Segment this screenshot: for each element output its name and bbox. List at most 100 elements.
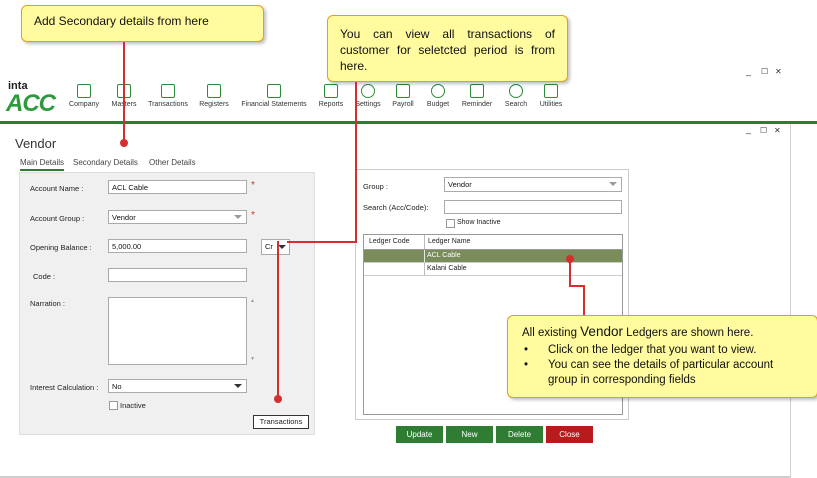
opening-balance-label: Opening Balance : [30, 243, 92, 252]
search-label: Search (Acc/Code): [363, 203, 429, 212]
opening-balance-input[interactable]: 5,000.00 [108, 239, 247, 253]
chevron-down-icon [278, 245, 286, 249]
transactions-button[interactable]: Transactions [253, 415, 309, 429]
interest-calculation-select[interactable]: No [108, 379, 247, 393]
code-input[interactable] [108, 268, 247, 282]
window-bottom-border [0, 476, 790, 478]
toolbar-financial-statements[interactable]: Financial Statements [240, 84, 308, 108]
toolbar-divider [0, 121, 817, 124]
callout-pointer [274, 395, 282, 403]
toolbar-label: Registers [199, 101, 229, 108]
callout-ledgers: All existing Vendor Ledgers are shown he… [507, 315, 817, 398]
window-close-button[interactable]: ✕ [774, 126, 781, 135]
callout-bullet: •Click on the ledger that you want to vi… [522, 343, 805, 358]
toolbar-label: Settings [355, 101, 381, 108]
app-close-button[interactable]: ✕ [775, 67, 782, 76]
close-button[interactable]: Close [546, 426, 593, 443]
tab-main-details[interactable]: Main Details [20, 158, 65, 171]
callout-pointer [566, 255, 574, 263]
toolbar-label: Reminder [461, 101, 493, 108]
toolbar-settings[interactable]: Settings [348, 84, 388, 108]
delete-button[interactable]: Delete [496, 426, 543, 443]
account-group-select[interactable]: Vendor [108, 210, 247, 224]
callout-title-emphasis: Vendor [580, 324, 623, 339]
callout-title-start: All existing [522, 327, 581, 339]
toolbar-label: Company [69, 101, 99, 108]
chevron-down-icon [234, 215, 242, 219]
column-separator [424, 263, 425, 275]
narration-textarea[interactable] [108, 297, 247, 365]
account-name-label: Account Name : [30, 184, 84, 193]
callout-title: All existing Vendor Ledgers are shown he… [522, 324, 805, 341]
account-group-value: Vendor [112, 213, 136, 222]
required-mark: * [251, 210, 255, 221]
toolbar-label: Budget [426, 101, 450, 108]
toolbar-label: Payroll [392, 101, 414, 108]
tab-other-details[interactable]: Other Details [149, 158, 196, 167]
toolbar-reports[interactable]: Reports [311, 84, 351, 108]
callout-connector [583, 285, 585, 315]
logo-top-text: inta [8, 80, 28, 92]
cr-dr-value: Cr [265, 242, 273, 251]
toolbar-label: Reports [318, 101, 344, 108]
logo-main-text: ACC [6, 90, 56, 117]
callout-bullet: • You can see the details of particular a… [522, 358, 805, 388]
cr-dr-select[interactable]: Cr [261, 239, 290, 255]
account-group-label: Account Group : [30, 214, 85, 223]
toolbar-transactions[interactable]: Transactions [146, 84, 190, 108]
required-mark: * [251, 180, 255, 191]
page-title: Vendor [15, 136, 57, 151]
statement-icon [267, 84, 281, 98]
column-separator [424, 235, 425, 249]
toolbar-budget[interactable]: Budget [418, 84, 458, 108]
callout-bullet-text: You can see the details of particular ac… [548, 359, 774, 386]
table-row[interactable]: Kalani Cable [364, 263, 622, 276]
budget-icon [431, 84, 445, 98]
callout-connector [569, 259, 571, 286]
app-maximize-button[interactable]: ☐ [761, 67, 769, 76]
callout-secondary-details: Add Secondary details from here [21, 5, 264, 42]
callout-connector [287, 241, 357, 243]
chevron-down-icon [609, 182, 617, 186]
utilities-icon [544, 84, 558, 98]
scroll-up-icon[interactable]: ▲ [250, 298, 255, 304]
update-button[interactable]: Update [396, 426, 443, 443]
toolbar-search[interactable]: Search [496, 84, 536, 108]
table-row[interactable]: ACL Cable [364, 250, 622, 263]
bullet-icon: • [524, 344, 529, 356]
toolbar-label: Transactions [148, 101, 188, 108]
toolbar-company[interactable]: Company [64, 84, 104, 108]
app-minimize-button[interactable]: _ [746, 66, 752, 76]
toolbar-reminder[interactable]: Reminder [457, 84, 497, 108]
ledger-name-cell: ACL Cable [427, 252, 461, 259]
toolbar-payroll[interactable]: Payroll [383, 84, 423, 108]
toolbar-registers[interactable]: Registers [194, 84, 234, 108]
group-label: Group : [363, 182, 389, 191]
toolbar-utilities[interactable]: Utilities [531, 84, 571, 108]
new-button[interactable]: New [446, 426, 493, 443]
bullet-icon: • [524, 359, 529, 371]
column-header-ledger-name: Ledger Name [428, 238, 471, 245]
show-inactive-label: Show Inactive [457, 219, 501, 226]
account-name-input[interactable]: ACL Cable [108, 180, 247, 194]
window-minimize-button[interactable]: _ [746, 124, 752, 134]
ledger-name-cell: Kalani Cable [427, 265, 467, 272]
callout-connector [355, 82, 357, 242]
gear-icon [361, 84, 375, 98]
group-select[interactable]: Vendor [444, 177, 622, 192]
interest-calculation-label: Interest Calculation : [30, 383, 99, 392]
show-inactive-checkbox[interactable] [446, 219, 455, 228]
inactive-checkbox[interactable] [109, 401, 118, 410]
search-input[interactable] [444, 200, 622, 214]
callout-text: Add Secondary details from here [34, 14, 209, 28]
callout-text: You can view all transactions of custome… [340, 27, 555, 73]
narration-label: Narration : [30, 299, 66, 308]
column-header-ledger-code: Ledger Code [369, 238, 410, 245]
window-right-border [790, 124, 791, 478]
callout-connector [569, 285, 585, 287]
column-separator [424, 250, 425, 262]
scroll-down-icon[interactable]: ▼ [250, 356, 255, 362]
window-maximize-button[interactable]: ☐ [760, 126, 768, 135]
toolbar-label: Utilities [539, 101, 563, 108]
tab-secondary-details[interactable]: Secondary Details [73, 158, 138, 167]
